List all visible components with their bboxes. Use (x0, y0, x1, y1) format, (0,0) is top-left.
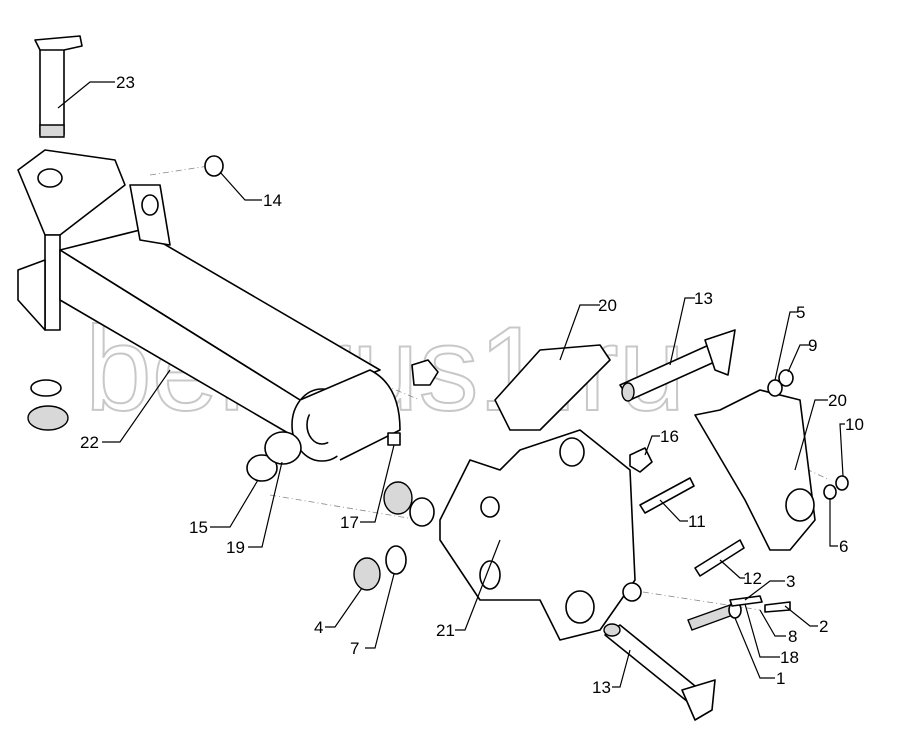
part-nut (27, 405, 69, 431)
callout-15: 15 (189, 518, 208, 537)
callout-9: 9 (808, 336, 817, 355)
callout-21: 21 (436, 621, 455, 640)
callout-22: 22 (80, 433, 99, 452)
callout-13-bottom: 13 (592, 678, 611, 697)
part-23-pin (34, 35, 83, 138)
part-washer (30, 379, 62, 397)
callout-7: 7 (350, 639, 359, 658)
part-nut-small (411, 359, 439, 386)
part-13-top-pin (619, 329, 736, 402)
part-13-bottom-pin (603, 623, 716, 721)
callout-11: 11 (688, 512, 706, 531)
callout-3: 3 (786, 572, 795, 591)
callout-14: 14 (263, 191, 282, 210)
callout-1: 1 (776, 669, 785, 688)
part-21-bracket (439, 429, 642, 641)
part-19 (264, 431, 302, 465)
callout-5: 5 (796, 303, 805, 322)
part-14 (204, 155, 224, 177)
callout-18: 18 (780, 648, 799, 667)
callout-8: 8 (788, 627, 797, 646)
part-20-left (494, 344, 611, 431)
callout-4: 4 (314, 618, 323, 637)
callout-12: 12 (743, 569, 762, 588)
callout-20-left: 20 (598, 296, 617, 315)
callout-6: 6 (839, 537, 848, 556)
callout-13-top: 13 (694, 289, 713, 308)
callout-10: 10 (845, 415, 864, 434)
callout-19: 19 (226, 538, 245, 557)
callout-20-right: 20 (828, 391, 847, 410)
part-15 (246, 454, 278, 482)
callout-23: 23 (116, 73, 135, 92)
part-22-housing (17, 149, 401, 462)
part-17 (387, 432, 401, 446)
callout-17: 17 (340, 513, 359, 532)
callout-2: 2 (819, 617, 828, 636)
part-20-right (694, 389, 816, 551)
callout-16: 16 (660, 427, 679, 446)
